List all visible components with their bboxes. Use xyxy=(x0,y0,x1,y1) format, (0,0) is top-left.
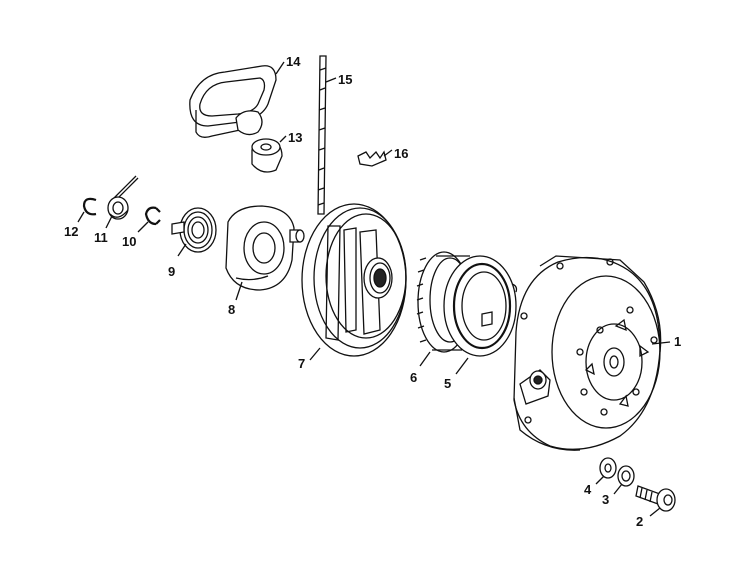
part-14-handle xyxy=(189,65,277,138)
callout-15: 15 xyxy=(338,72,352,87)
callout-7: 7 xyxy=(298,356,305,371)
part-8-cover xyxy=(225,205,305,291)
callout-labels: 14 13 15 16 12 11 10 9 8 7 6 5 1 4 3 2 xyxy=(64,54,681,529)
part-9-spring xyxy=(171,207,217,253)
part-7-pulley xyxy=(301,203,407,357)
callout-14: 14 xyxy=(286,54,301,69)
callout-6: 6 xyxy=(410,370,417,385)
part-15-rope xyxy=(317,55,327,215)
part-3-lock-washer xyxy=(617,465,635,487)
part-2-bolt xyxy=(635,485,676,512)
part-11-pawl xyxy=(107,175,139,220)
callout-8: 8 xyxy=(228,302,235,317)
leader-lines xyxy=(77,61,671,517)
callout-2: 2 xyxy=(636,514,643,529)
callout-12: 12 xyxy=(64,224,78,239)
part-5-housing xyxy=(443,255,518,357)
callout-4: 4 xyxy=(584,482,592,497)
callout-11: 11 xyxy=(94,230,108,245)
part-12-snap-ring xyxy=(82,197,97,216)
callout-10: 10 xyxy=(122,234,136,249)
part-13-insert xyxy=(251,138,283,173)
callout-9: 9 xyxy=(168,264,175,279)
callout-16: 16 xyxy=(394,146,408,161)
callout-1: 1 xyxy=(674,334,681,349)
part-1-housing xyxy=(513,255,662,451)
part-10-clip xyxy=(144,206,161,226)
callout-3: 3 xyxy=(602,492,609,507)
callout-13: 13 xyxy=(288,130,302,145)
callout-5: 5 xyxy=(444,376,451,391)
part-16-clip xyxy=(357,150,387,167)
part-4-washer xyxy=(599,457,617,479)
